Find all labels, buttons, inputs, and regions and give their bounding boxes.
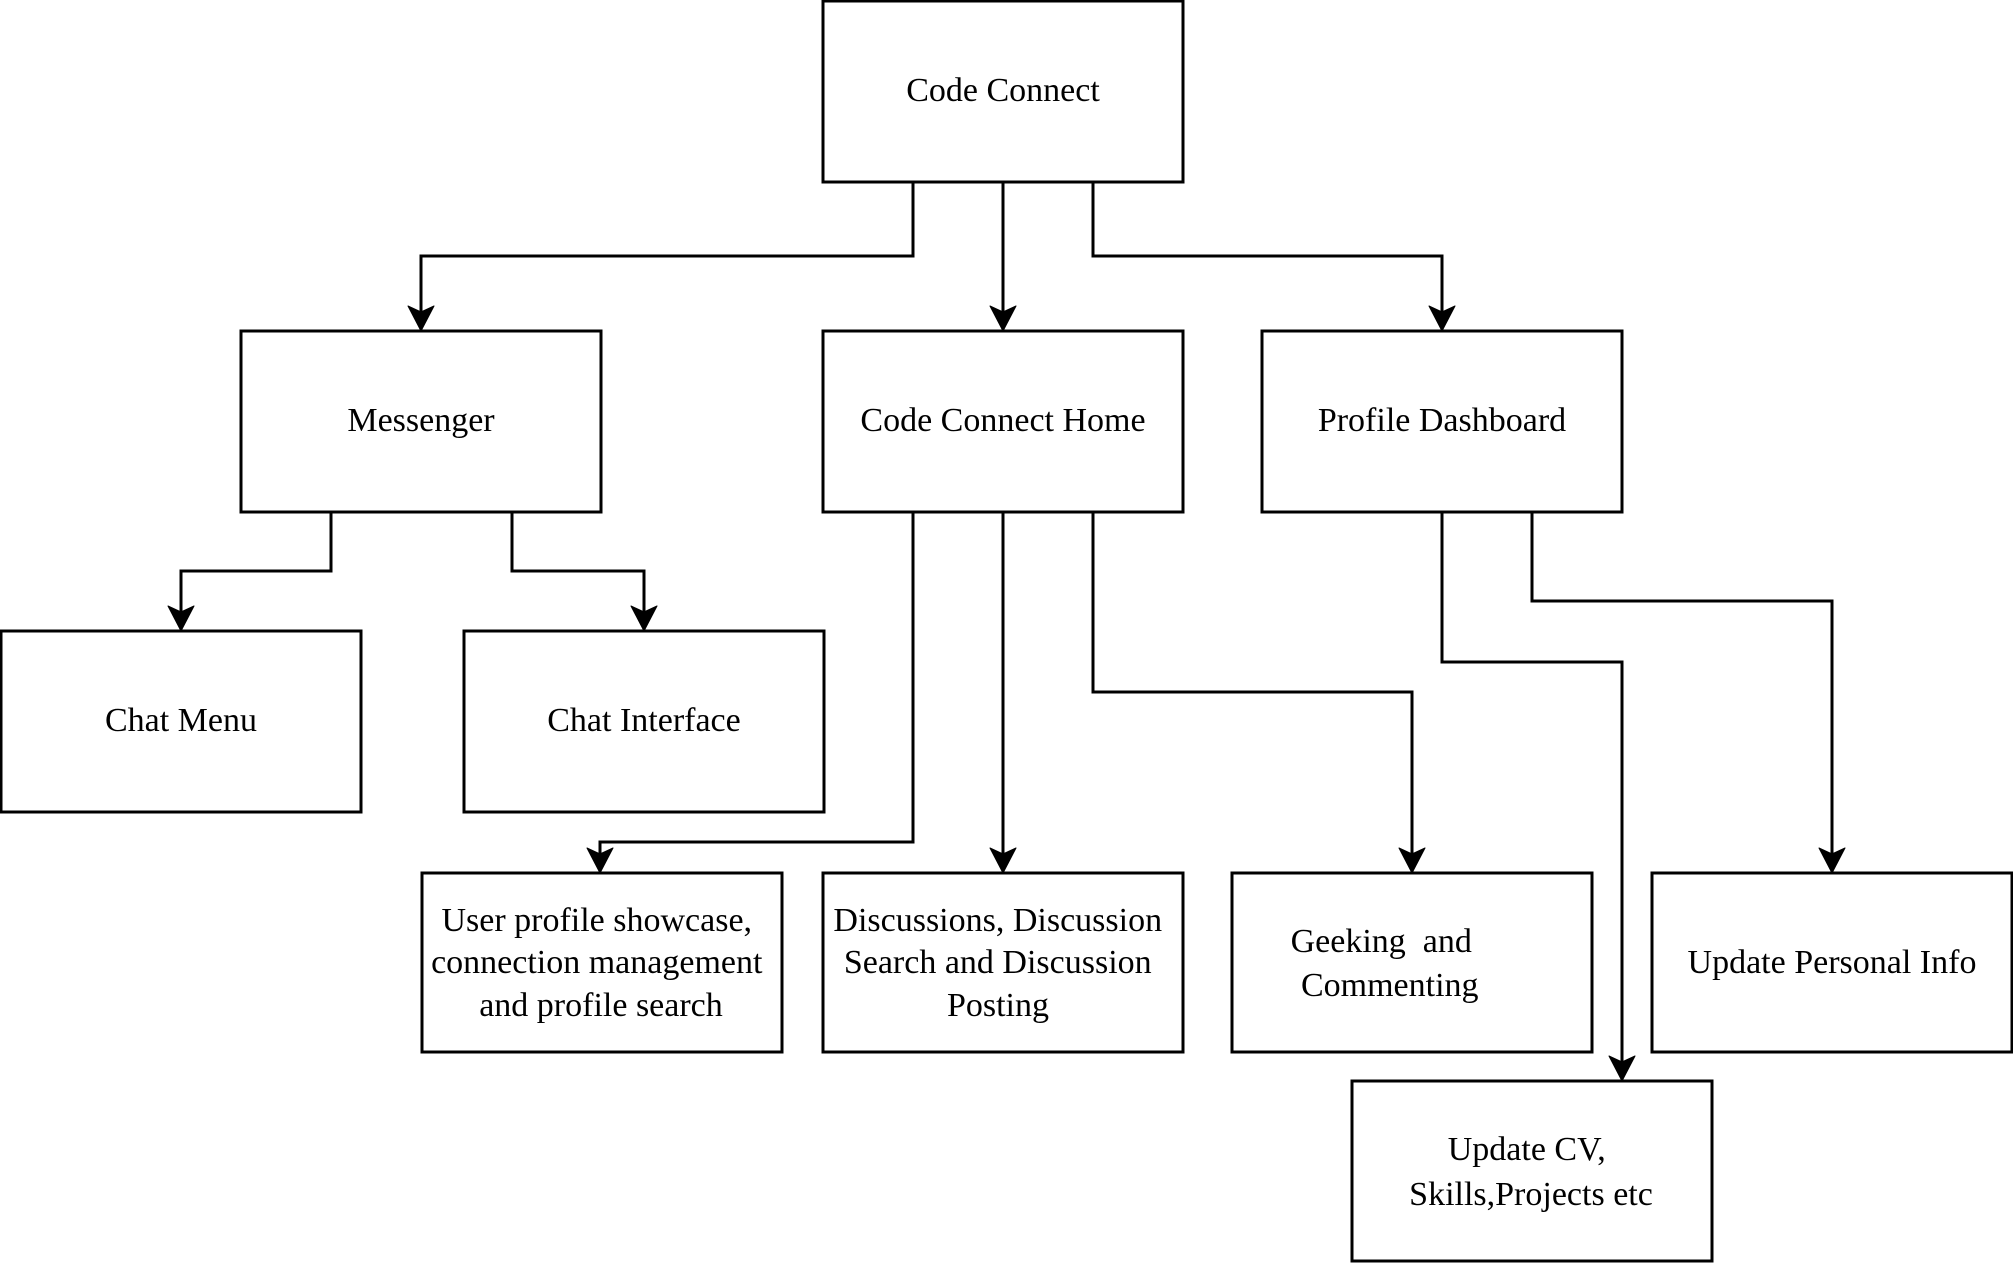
node-update-cv: Update CV, Skills,Projects etc [1350,1079,1714,1263]
node-user-profile-label: User profile showcase, connection manage… [431,902,771,1024]
node-code-connect: Code Connect [821,0,1185,184]
node-user-profile-line-2: connection management [431,944,763,981]
node-discussions-line-3: Posting [947,987,1049,1024]
node-messenger: Messenger [239,329,603,514]
arrow-home-discussions [989,847,1017,874]
node-code-connect-home: Code Connect Home [821,329,1185,514]
node-profile-dashboard-label: Profile Dashboard [1318,402,1566,439]
node-update-cv-label: Update CV, Skills,Projects etc [1409,1131,1653,1213]
arrow-home-geeking [1398,847,1426,874]
arrow-profile-updatecv [1608,1055,1636,1082]
node-discussions-line-2: Search and Discussion [844,944,1152,981]
edge-messenger-chatmenu [179,512,333,618]
node-discussions-label: Discussions, Discussion Search and Discu… [833,902,1170,1024]
node-update-personal-info-label: Update Personal Info [1688,944,1977,981]
arrow-profile-updatepersonal [1818,847,1846,874]
node-geeking: Geeking and Commenting [1230,871,1594,1054]
node-update-cv-line-1: Update CV, [1448,1131,1606,1168]
edge-home-geeking [1091,512,1414,860]
arrow-root-home [989,305,1017,332]
edge-profile-updatepersonal [1530,512,1834,860]
node-chat-menu: Chat Menu [0,629,363,814]
edge-messenger-chatinterface [510,512,646,618]
arrow-root-messenger [407,305,435,332]
node-discussions: Discussions, Discussion Search and Discu… [821,871,1185,1054]
node-update-cv-line-2: Skills,Projects etc [1409,1176,1653,1213]
node-profile-dashboard: Profile Dashboard [1260,329,1624,514]
edge-root-messenger [419,182,915,318]
node-chat-menu-label: Chat Menu [105,702,257,739]
node-messenger-line-1: Messenger [347,402,495,439]
node-code-connect-line-1: Code Connect [906,72,1100,109]
node-user-profile: User profile showcase, connection manage… [420,871,784,1054]
node-chat-interface-line-1: Chat Interface [547,702,741,739]
node-code-connect-home-line-1: Code Connect Home [860,402,1145,439]
node-user-profile-line-1: User profile showcase, [441,902,752,939]
arrow-messenger-chatinterface [630,605,658,632]
node-user-profile-line-3: and profile search [479,987,723,1024]
node-chat-interface: Chat Interface [462,629,826,814]
node-geeking-label: Geeking and Commenting [1291,923,1479,1004]
node-update-personal-info: Update Personal Info [1650,871,2013,1054]
node-geeking-line-2: Commenting [1301,967,1479,1004]
node-messenger-label: Messenger [347,402,495,439]
edge-profile-updatecv [1440,512,1624,1068]
node-update-personal-info-line-1: Update Personal Info [1688,944,1977,981]
node-geeking-line-1: Geeking and [1291,923,1472,960]
arrow-messenger-chatmenu [167,605,195,632]
arrow-home-userprofile [586,847,614,874]
node-code-connect-home-label: Code Connect Home [860,402,1145,439]
edges [167,182,1846,1082]
edge-root-profile [1091,182,1444,318]
arrow-root-profile [1428,305,1456,332]
node-profile-dashboard-line-1: Profile Dashboard [1318,402,1566,439]
node-chat-interface-label: Chat Interface [547,702,741,739]
node-discussions-line-1: Discussions, Discussion [833,902,1162,939]
node-code-connect-label: Code Connect [906,72,1100,109]
edge-home-userprofile [598,512,915,860]
node-chat-menu-line-1: Chat Menu [105,702,257,739]
